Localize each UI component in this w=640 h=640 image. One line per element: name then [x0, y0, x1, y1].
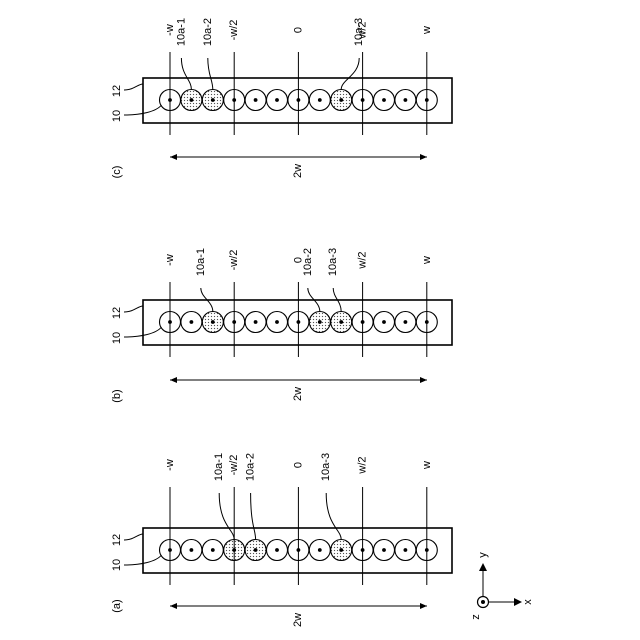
position-label: w: [421, 26, 433, 35]
hatched-leader: [219, 493, 234, 540]
width-dimension: 2w: [170, 603, 427, 627]
width-dimension: 2w: [170, 377, 427, 401]
conductor-centre-dot: [275, 98, 279, 102]
conductor-centre-dot: [211, 320, 215, 324]
hatched-label: 10a-1: [195, 248, 207, 276]
width-label: 2w: [292, 613, 304, 627]
conductor-centre-dot: [318, 98, 322, 102]
conductor-centre-dot: [382, 320, 386, 324]
conductor-centre-dot: [275, 320, 279, 324]
conductor-centre-dot: [254, 548, 258, 552]
x-arrowhead: [514, 598, 522, 606]
z-axis-dot: [481, 600, 485, 604]
hatched-leader: [326, 493, 341, 540]
hatched-label: 10a-2: [302, 248, 314, 276]
panel-label: (a): [111, 599, 123, 612]
width-label: 2w: [292, 164, 304, 178]
width-dimension: 2w: [170, 154, 427, 178]
position-label: -w/2: [228, 20, 240, 41]
lead-label-12: 12: [111, 307, 123, 319]
hatched-label: 10a-3: [320, 453, 332, 481]
x-axis-label: x: [522, 599, 534, 605]
hatched-leader: [341, 58, 359, 90]
position-label: w: [421, 461, 433, 470]
y-arrowhead: [479, 563, 487, 571]
hatched-label: 10a-2: [245, 453, 257, 481]
conductor-centre-dot: [275, 548, 279, 552]
lead-label-12: 12: [111, 85, 123, 97]
panel-label: (c): [111, 166, 123, 179]
position-label: -w: [164, 254, 176, 266]
conductor-centre-dot: [339, 548, 343, 552]
width-label: 2w: [292, 387, 304, 401]
panel-c: -w-w/20w/2w 10a-110a-210a-3 2w (c) 10 12: [111, 18, 452, 178]
hatched-label: 10a-2: [202, 18, 214, 46]
hatched-leader: [251, 493, 256, 540]
leader-12: [124, 534, 143, 540]
position-label: w/2: [357, 456, 369, 474]
hatched-label: 10a-3: [327, 248, 339, 276]
coordinate-axes: x y z: [470, 552, 534, 620]
conductor-centre-dot: [254, 320, 258, 324]
panel-b: -w-w/20w/2w 10a-110a-210a-3 2w (b) 10 12: [111, 248, 452, 403]
conductor-centre-dot: [339, 320, 343, 324]
lead-label-10: 10: [111, 332, 123, 344]
hatched-label: 10a-1: [213, 453, 225, 481]
position-label: 0: [292, 462, 304, 468]
conductor-centre-dot: [318, 320, 322, 324]
position-label: w: [421, 256, 433, 265]
leader-12: [124, 84, 143, 90]
lead-label-10: 10: [111, 559, 123, 571]
position-label: -w/2: [228, 455, 240, 476]
position-label: -w: [164, 459, 176, 471]
conductor-centre-dot: [190, 320, 194, 324]
leader-12: [124, 306, 143, 312]
conductor-centre-dot: [404, 548, 408, 552]
z-axis-label: z: [470, 614, 482, 620]
lead-label-10: 10: [111, 110, 123, 122]
hatched-leader: [181, 58, 191, 90]
conductor-centre-dot: [404, 98, 408, 102]
conductor-centre-dot: [254, 98, 258, 102]
conductor-centre-dot: [211, 98, 215, 102]
position-label: -w/2: [228, 250, 240, 271]
position-label: w/2: [357, 251, 369, 269]
conductor-centre-dot: [382, 98, 386, 102]
panel-label: (b): [111, 389, 123, 402]
conductor-centre-dot: [382, 548, 386, 552]
hatched-leaders: 10a-1 10a-2 10a-3: [195, 248, 341, 312]
position-label: -w: [164, 24, 176, 36]
conductor-centre-dot: [404, 320, 408, 324]
hatched-label: 10a-3: [353, 18, 365, 46]
axis-tick-lines: -w -w/2 0 w/2 w: [164, 455, 433, 585]
hatched-leader: [208, 58, 213, 90]
position-label: 0: [292, 27, 304, 33]
panel-a: -w -w/2 0 w/2 w 10a-1 10a-2 10a-3 2w (a) 10 12: [111, 453, 452, 627]
hatched-label: 10a-1: [175, 18, 187, 46]
conductor-centre-dot: [211, 548, 215, 552]
conductor-centre-dot: [318, 548, 322, 552]
conductor-centre-dot: [190, 98, 194, 102]
conductor-centre-dot: [190, 548, 194, 552]
y-axis-label: y: [477, 552, 489, 558]
lead-label-12: 12: [111, 534, 123, 546]
conductor-centre-dot: [339, 98, 343, 102]
